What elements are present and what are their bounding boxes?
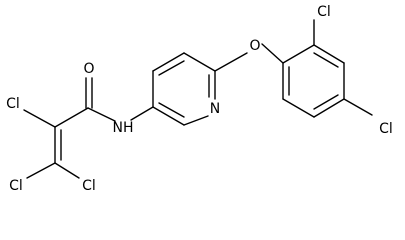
bond-c2-c1 (54, 107, 89, 128)
ph-b1 (282, 44, 315, 64)
pyr-inner-1 (158, 60, 185, 76)
bond-ph-cl-para (343, 98, 373, 116)
bond-ring-o (214, 52, 248, 72)
atom-cl-ortho: Cl (317, 4, 331, 20)
pyr-b6 (152, 106, 185, 126)
atom-o-ether: O (249, 38, 260, 54)
ph-b4 (313, 98, 345, 118)
pyr-inner-3 (158, 102, 185, 118)
atom-labels: O NH N O Cl Cl Cl Cl Cl (6, 4, 393, 194)
atom-n-amide: NH (113, 120, 134, 136)
bond-c3-cl-right (54, 162, 80, 179)
ph-inner-2 (313, 94, 339, 110)
bond-c1-n (87, 107, 116, 122)
atom-cl-alpha: Cl (6, 96, 20, 112)
bond-c3-cl-left (26, 162, 56, 179)
ph-b2 (313, 44, 345, 64)
structure-svg: O NH N O Cl Cl Cl Cl Cl (6, 4, 393, 194)
pyr-b5 (183, 115, 209, 126)
pyr-b3 (183, 52, 216, 72)
ph-b5 (282, 98, 315, 118)
bond-n-ring (130, 106, 154, 121)
atom-cl-beta-right: Cl (82, 178, 96, 194)
pyr-b2 (152, 52, 185, 72)
bonds (23, 19, 373, 179)
atom-cl-beta-left: Cl (9, 178, 23, 194)
ph-inner-1 (313, 52, 339, 68)
bond-c2-cl (23, 109, 56, 128)
atom-cl-para: Cl (379, 121, 393, 137)
bond-o-phenyl (261, 43, 284, 64)
molecule-diagram: O NH N O Cl Cl Cl Cl Cl (6, 4, 393, 194)
atom-n-pyridine: N (210, 101, 220, 117)
atom-o-carbonyl: O (83, 61, 94, 77)
